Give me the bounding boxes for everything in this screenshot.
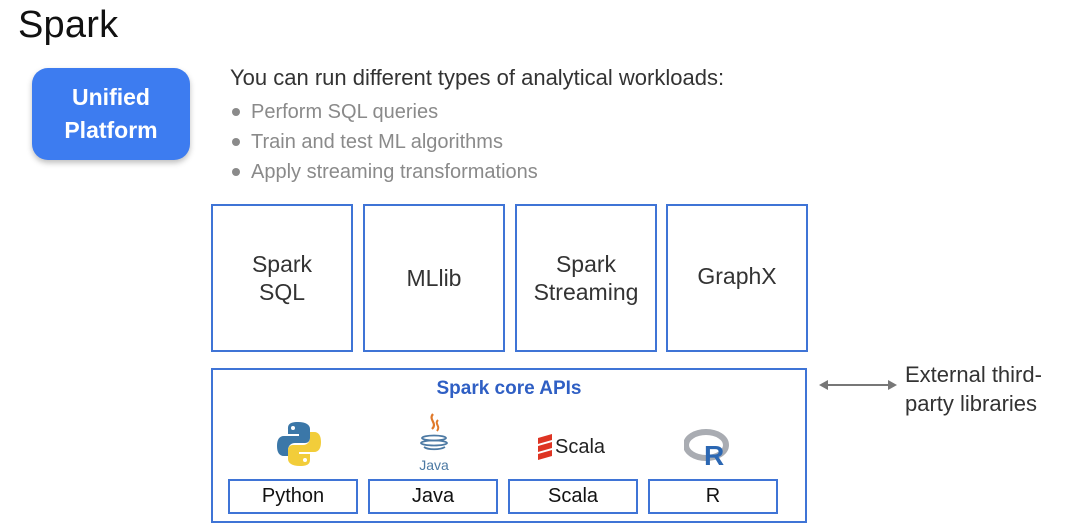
library-line-2: SQL [258,279,306,305]
java-logo-icon: Java [419,413,449,473]
library-mllib: MLlib [363,204,505,352]
bullet-text: Apply streaming transformations [251,161,538,183]
library-line-1: GraphX [697,263,777,289]
r-logo-text: R [704,440,724,468]
workloads-list: Perform SQL queries Train and test ML al… [232,97,538,187]
language-label: Java [411,485,455,507]
library-line-2: Streaming [533,279,639,305]
library-line-1: MLlib [406,265,462,291]
bullet-text: Train and test ML algorithms [251,131,503,153]
double-arrow-icon [819,380,897,390]
r-logo-icon: R [684,429,729,468]
badge-line-1: Unified [72,84,150,110]
workloads-intro: You can run different types of analytica… [230,65,725,90]
badge-line-2: Platform [64,117,158,143]
external-libraries-label: External third- party libraries [905,360,1042,418]
language-python: Python [228,479,358,514]
spark-core-box: Spark core APIs [211,368,807,523]
python-logo-icon [277,422,321,466]
bullet-text: Perform SQL queries [251,101,439,123]
library-line-1: Spark [555,251,617,277]
bullet-icon [232,138,240,146]
list-item: Apply streaming transformations [232,157,538,187]
scala-logo-text: Scala [555,436,606,458]
language-java: Java [368,479,498,514]
list-item: Perform SQL queries [232,97,538,127]
core-title: Spark core APIs [436,378,582,399]
unified-platform-badge: Unified Platform [32,68,190,160]
language-scala: Scala [508,479,638,514]
library-graphx: GraphX [666,204,808,352]
bullet-icon [232,168,240,176]
library-line-1: Spark [251,251,313,277]
page-title: Spark [18,4,119,46]
list-item: Train and test ML algorithms [232,127,538,157]
scala-logo-icon: Scala [538,434,606,460]
language-label: Scala [547,485,599,507]
language-r: R [648,479,778,514]
language-label: R [705,485,721,507]
external-line-1: External third- [905,362,1042,387]
external-line-2: party libraries [905,391,1038,416]
bullet-icon [232,108,240,116]
java-logo-text: Java [419,457,449,473]
language-label: Python [261,485,325,507]
